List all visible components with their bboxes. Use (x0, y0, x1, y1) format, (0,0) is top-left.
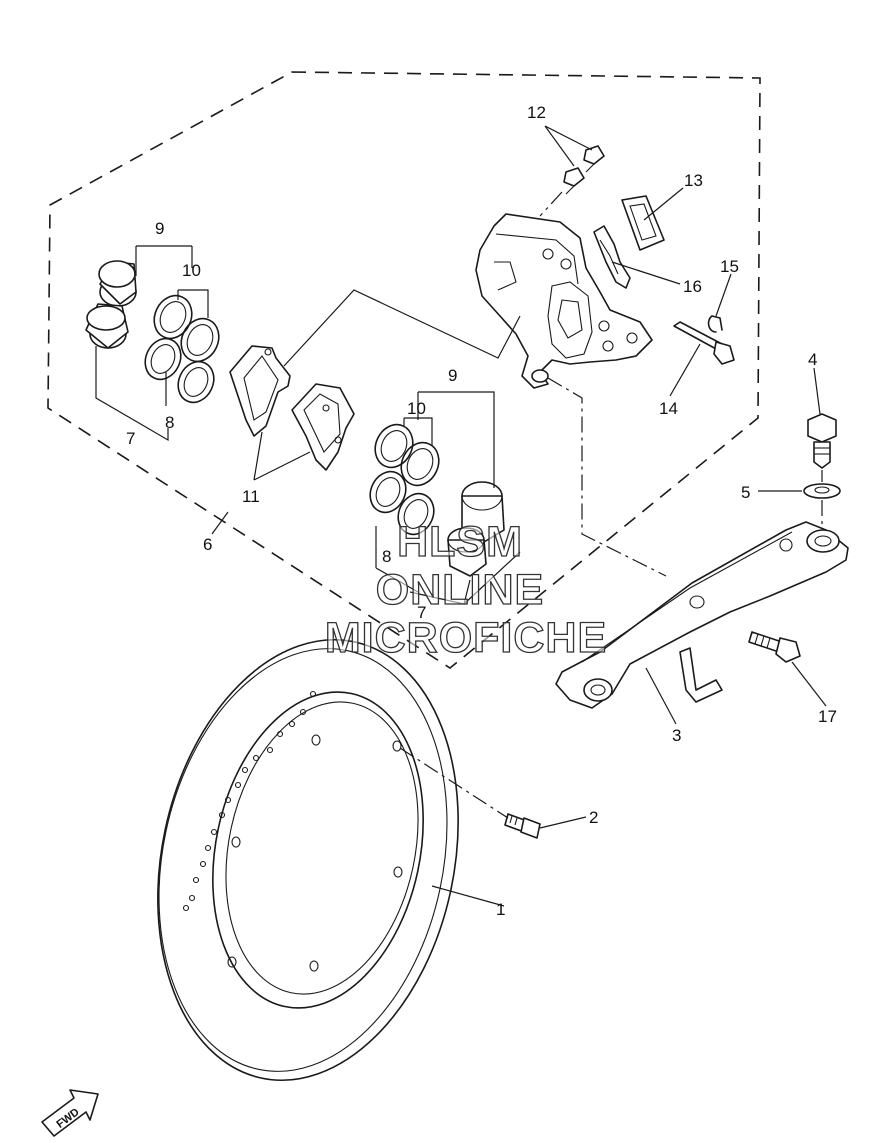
watermark-line-1: HLSM (397, 518, 523, 566)
callout-1: 1 (496, 900, 505, 919)
bracket-bolt (748, 631, 801, 663)
callout-14: 14 (659, 399, 678, 418)
disc-bolt (504, 813, 541, 839)
pin-clip (707, 315, 723, 333)
callout-8-upper: 8 (165, 413, 174, 432)
disc-bolt-holes (227, 734, 403, 972)
callout-17: 17 (818, 707, 837, 726)
seals-upper (153, 294, 220, 363)
callout-2: 2 (589, 808, 598, 827)
callout-16: 16 (683, 277, 702, 296)
watermark-line-2: ONLINE (376, 566, 544, 614)
bleed-screws (563, 145, 605, 195)
disc-vent-holes (182, 690, 317, 912)
rings-lower (369, 470, 435, 536)
bolt-centerline (399, 747, 509, 819)
callout-7-lower: 7 (417, 603, 426, 622)
callout-11: 11 (242, 487, 260, 506)
axle-bolt (807, 413, 837, 469)
callout-9-lower: 9 (448, 366, 457, 385)
washer (803, 483, 841, 499)
watermark-line-3: MICROFICHE (325, 614, 607, 662)
bleed-centerline (539, 191, 563, 217)
callout-6: 6 (203, 535, 212, 554)
pistons-lower (447, 481, 505, 577)
pistons-upper (85, 260, 137, 349)
callout-7-upper: 7 (126, 429, 135, 448)
callout-15: 15 (720, 257, 739, 276)
callout-5: 5 (741, 483, 750, 502)
callout-12: 12 (527, 103, 546, 122)
callout-9-upper: 9 (155, 219, 164, 238)
leader-lines (95, 125, 827, 907)
brake-pads (229, 345, 355, 471)
watermark: HLSM ONLINE MICROFICHE (324, 517, 607, 662)
caliper-body (475, 213, 653, 389)
bracket-centerline (547, 377, 667, 577)
pad-spring (593, 225, 631, 289)
callout-3: 3 (672, 726, 681, 745)
caliper-bracket (555, 521, 849, 709)
pad-shim-plate (621, 195, 665, 251)
callout-13: 13 (684, 171, 703, 190)
pad-pin (673, 321, 735, 365)
callout-10-lower: 10 (407, 399, 426, 418)
callout-4: 4 (808, 350, 817, 369)
callout-8-lower: 8 (382, 547, 391, 566)
brake-disc (157, 638, 459, 1082)
fwd-arrow-icon: FWD (41, 1089, 99, 1137)
callout-labels: 1 2 3 4 5 6 7 7 8 8 9 9 10 10 11 12 13 1… (126, 103, 837, 919)
callout-10-upper: 10 (182, 261, 201, 280)
rings-upper (144, 337, 215, 404)
seals-lower (374, 423, 440, 487)
caliper-assembly-boundary (47, 71, 761, 669)
